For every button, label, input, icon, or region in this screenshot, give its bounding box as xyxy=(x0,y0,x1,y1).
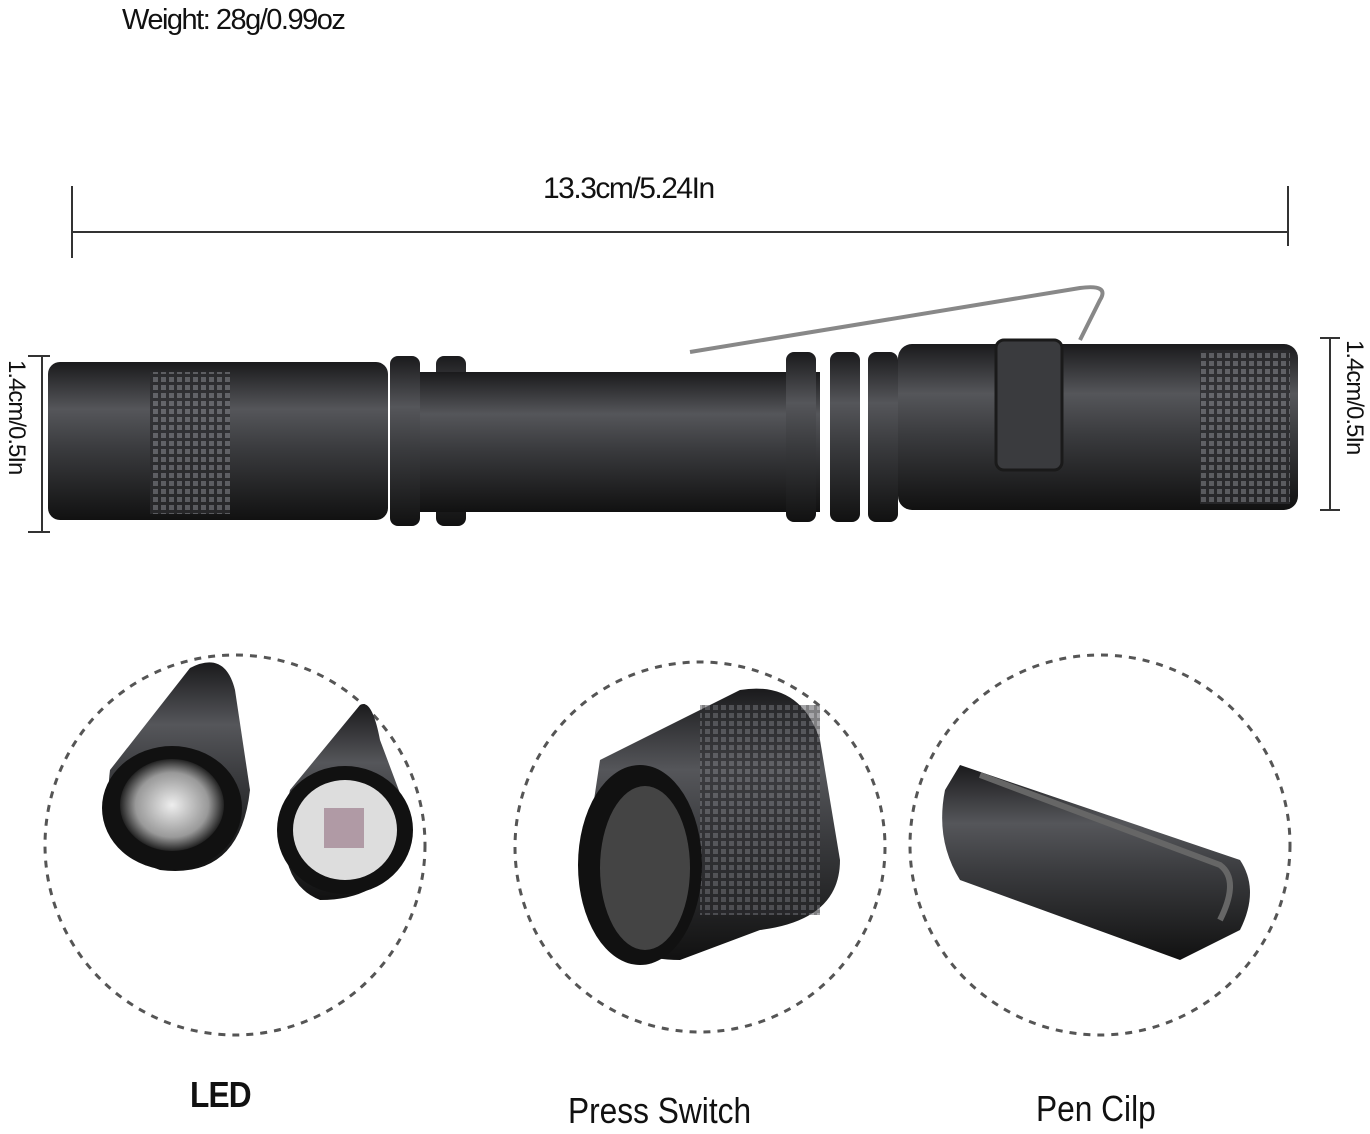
weight-spec: Weight: 28g/0.99oz xyxy=(122,4,346,36)
led-detail-image xyxy=(102,662,413,900)
length-spec: 13.3cm/5.24In xyxy=(543,172,715,205)
pen-clip-label: Pen Cilp xyxy=(1036,1088,1156,1129)
led-label: LED xyxy=(190,1074,252,1115)
clip-detail-image xyxy=(942,765,1250,960)
press-switch-label: Press Switch xyxy=(568,1090,752,1131)
led-detail-circle xyxy=(43,653,427,1037)
length-dimension-line xyxy=(71,186,1289,258)
switch-detail-image xyxy=(578,688,840,965)
diameter-dimension-left xyxy=(28,355,50,533)
diameter-spec-left: 1.4cm/0.5In xyxy=(3,360,30,475)
diameter-spec-right: 1.4cm/0.5In xyxy=(1341,340,1368,455)
switch-detail-circle xyxy=(513,660,887,1034)
clip-detail-circle xyxy=(908,653,1292,1037)
diameter-dimension-right xyxy=(1320,337,1340,511)
flashlight-image xyxy=(48,285,1298,526)
